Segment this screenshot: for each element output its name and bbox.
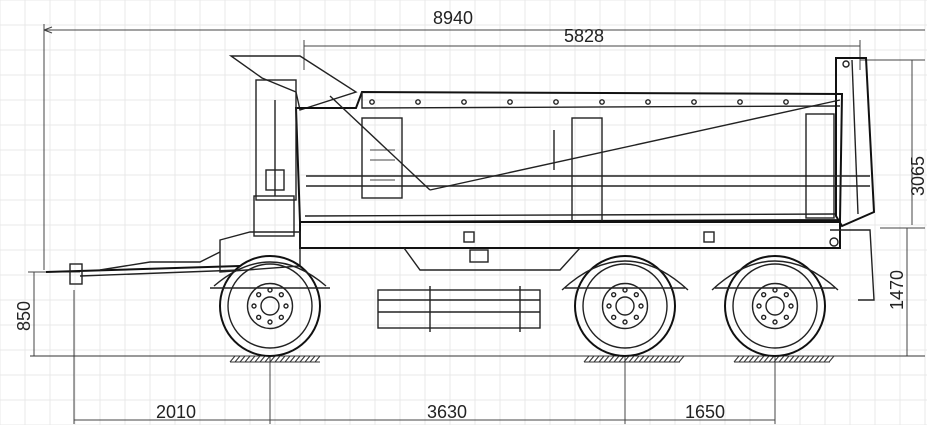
drawbar-length-label: 2010 <box>156 402 196 422</box>
overall-length-label: 8940 <box>433 8 473 28</box>
front-lift-tower <box>253 79 297 237</box>
side-underrun-guard <box>377 286 541 332</box>
platform-height-label: 1470 <box>887 270 907 310</box>
dimension-body-height: 3065 <box>860 59 927 225</box>
front-to-bogie-label: 3630 <box>427 402 467 422</box>
top-rail-bolts <box>369 99 789 105</box>
dimension-overall-length: 8940 <box>43 8 925 270</box>
ground-hatching <box>229 355 835 363</box>
dimension-platform-height: 1470 <box>880 227 925 356</box>
front-axle-wheel <box>210 255 330 357</box>
drawbar <box>45 231 301 285</box>
bogie-fender-rear <box>711 260 839 291</box>
rear-bumper <box>829 229 875 301</box>
bogie-fender-front <box>561 260 689 291</box>
axle-spacing-label: 1650 <box>685 402 725 422</box>
drawbar-height-label: 850 <box>14 301 34 331</box>
rear-axle-wheel-1 <box>565 255 685 357</box>
dimension-bottom-chain: 2010 3630 1650 <box>73 290 776 424</box>
dimension-body-length: 5828 <box>303 26 861 70</box>
body-height-label: 3065 <box>908 156 927 196</box>
rear-axle-wheel-2 <box>715 255 835 357</box>
body-length-label: 5828 <box>564 26 604 46</box>
front-fender <box>213 261 327 287</box>
